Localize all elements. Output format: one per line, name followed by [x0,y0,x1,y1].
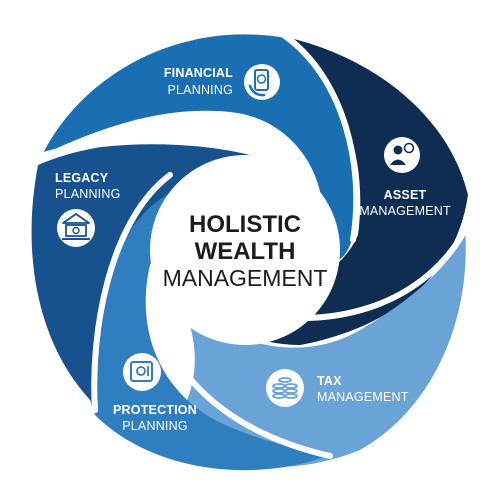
asset-label-bold: ASSET [384,188,427,202]
center-title-line3: MANAGEMENT [163,265,328,291]
legacy-label-bold: LEGACY [55,171,109,185]
center-title-line2: WEALTH [195,238,296,265]
protection-planning-label: PROTECTION PLANNING [113,353,197,433]
segment-protection-planning[interactable] [83,159,330,471]
center-title: HOLISTIC WEALTH MANAGEMENT [163,211,328,291]
hand-phone-dollar-icon [244,64,280,100]
safe-icon [123,353,161,391]
financial-label-bold: FINANCIAL [164,66,233,80]
tax-management-label: TAX MANAGEMENT [266,369,409,407]
legacy-planning-label: LEGACY PLANNING [55,171,121,247]
tax-label-thin: MANAGEMENT [317,390,409,404]
asset-label-thin: MANAGEMENT [359,204,451,218]
businessman-dollar-icon [384,137,420,173]
asset-management-label: ASSET MANAGEMENT [359,137,451,218]
protection-label-thin: PLANNING [122,419,188,433]
tax-label-bold: TAX [317,374,342,388]
center-circle [150,155,340,345]
coin-stack-icon [266,369,304,407]
financial-label-thin: PLANNING [167,83,233,97]
financial-planning-label: FINANCIAL PLANNING [164,64,280,100]
segment-asset-management[interactable] [170,38,468,345]
bank-dollar-icon [57,209,95,247]
center-title-line1: HOLISTIC [189,211,301,238]
legacy-label-thin: PLANNING [55,187,121,201]
segment-tax-management[interactable] [170,228,466,467]
protection-label-bold: PROTECTION [113,403,197,417]
